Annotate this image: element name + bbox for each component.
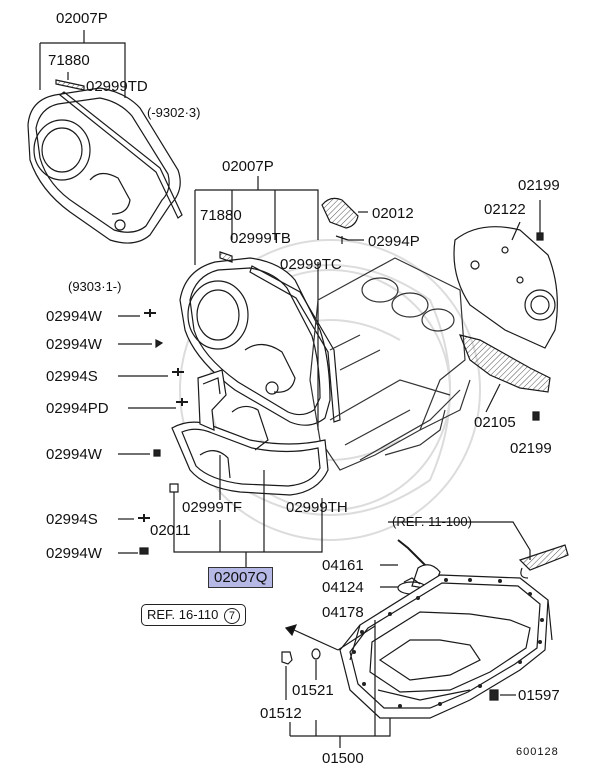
part-label-02007Q-highlighted[interactable]: 02007Q bbox=[208, 567, 274, 588]
part-label-02012: 02012 bbox=[372, 205, 414, 222]
ref-label-11-100[interactable]: (REF. 11-100) bbox=[392, 514, 472, 529]
part-label-02199-bottom: 02199 bbox=[510, 440, 552, 457]
part-label-02994W-1: 02994W bbox=[46, 308, 102, 325]
ref-label-16-110-circled-number: 7 bbox=[223, 608, 240, 624]
date-range-after: (9303·1-) bbox=[68, 279, 122, 294]
part-label-01521: 01521 bbox=[292, 682, 334, 699]
part-label-01512: 01512 bbox=[260, 705, 302, 722]
part-label-02999TB: 02999TB bbox=[230, 230, 291, 247]
part-label-02007P-top: 02007P bbox=[56, 10, 108, 27]
part-label-02999TD: 02999TD bbox=[86, 78, 148, 95]
diagram-id: 600128 bbox=[516, 746, 559, 758]
timing-belt-cover-upper bbox=[179, 257, 341, 426]
part-label-02999TH: 02999TH bbox=[286, 499, 348, 516]
part-label-02105: 02105 bbox=[474, 414, 516, 431]
timing-belt-cover-upper-old bbox=[27, 87, 183, 244]
part-label-04124: 04124 bbox=[322, 579, 364, 596]
part-label-01500: 01500 bbox=[322, 750, 364, 767]
part-label-02994W-2: 02994W bbox=[46, 336, 102, 353]
watermark-emblem bbox=[179, 239, 481, 541]
date-range-before: (-9302·3) bbox=[147, 105, 201, 120]
part-label-71880-top: 71880 bbox=[48, 52, 90, 69]
engine-block bbox=[309, 257, 471, 471]
part-label-02999TC: 02999TC bbox=[280, 256, 342, 273]
part-label-04178: 04178 bbox=[322, 604, 364, 621]
part-label-02994W-4: 02994W bbox=[46, 545, 102, 562]
part-label-02122: 02122 bbox=[484, 201, 526, 218]
rear-plate bbox=[453, 226, 558, 349]
bolt-icon bbox=[118, 309, 188, 555]
part-label-02994W-3: 02994W bbox=[46, 446, 102, 463]
part-label-02011: 02011 bbox=[150, 522, 191, 539]
part-label-02199-top: 02199 bbox=[518, 177, 560, 194]
part-label-01597: 01597 bbox=[518, 687, 560, 704]
part-label-04161: 04161 bbox=[322, 557, 364, 574]
ref-label-16-110[interactable]: REF. 16-110 7 bbox=[141, 604, 246, 626]
ref-label-16-110-text: REF. 16-110 bbox=[147, 607, 219, 622]
part-label-02994S-2: 02994S bbox=[46, 511, 98, 528]
oil-pan bbox=[339, 574, 553, 719]
part-label-02994S-1: 02994S bbox=[46, 368, 98, 385]
part-label-02994PD: 02994PD bbox=[46, 400, 109, 417]
part-label-02007P-mid: 02007P bbox=[222, 158, 274, 175]
part-label-02999TF: 02999TF bbox=[182, 499, 243, 516]
part-label-71880-mid: 71880 bbox=[200, 207, 242, 224]
timing-belt-cover-lower bbox=[171, 405, 329, 496]
part-label-02994P: 02994P bbox=[368, 233, 420, 250]
